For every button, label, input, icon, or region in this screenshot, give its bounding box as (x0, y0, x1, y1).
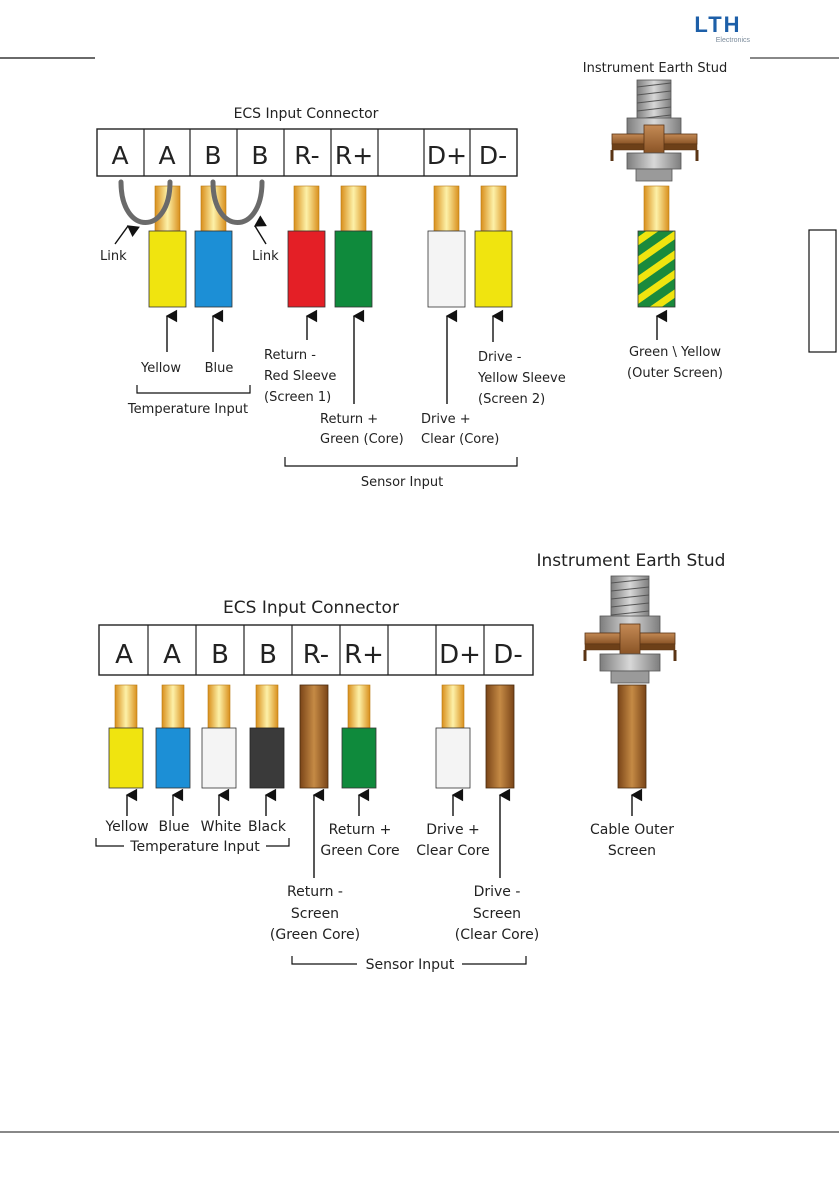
terminal-2-d-minus: D- (493, 640, 522, 670)
wire-1-yellow-sleeve (474, 185, 513, 308)
diagram-2-stud-title: Instrument Earth Stud (537, 551, 726, 571)
diagram-1: ECS Input Connector Instrument Earth Stu… (96, 61, 728, 490)
label-1-yellow: Yellow (140, 361, 181, 376)
label-1-drive-minus-2: Yellow Sleeve (477, 371, 566, 386)
group-2-sensor: Sensor Input (366, 957, 455, 973)
label-1-return-minus-2: Red Sleeve (264, 369, 336, 384)
terminal-1-r-minus: R- (294, 141, 319, 170)
label-2-drive-plus-1: Drive + (426, 822, 480, 838)
label-1-drive-plus-2: Clear (Core) (421, 432, 499, 447)
earth-stud-1 (610, 79, 699, 182)
terminal-1-b2: B (251, 141, 268, 170)
label-1-drive-minus-3: (Screen 2) (478, 392, 545, 407)
bracket-1-sensor (284, 457, 518, 467)
label-1-drive-minus-1: Drive - (478, 350, 522, 365)
label-2-return-minus-2: Screen (291, 906, 339, 922)
wire-2-drive-screen (485, 684, 515, 789)
wire-1-green-core (334, 185, 373, 308)
terminal-1-d-minus: D- (479, 141, 507, 170)
wire-2-black (249, 684, 285, 789)
label-2-earth-1: Cable Outer (590, 822, 674, 838)
wire-2-cable-outer-screen (617, 684, 647, 789)
group-1-temperature: Temperature Input (127, 402, 248, 417)
link-left-arrow (114, 225, 140, 245)
terminal-1-b1: B (204, 141, 221, 170)
wire-1-clear-core (427, 185, 466, 308)
group-1-sensor: Sensor Input (361, 475, 443, 490)
terminal-2-b1: B (211, 640, 229, 670)
terminal-2-d-plus: D+ (439, 640, 481, 670)
terminal-2-b2: B (259, 640, 277, 670)
group-2-temperature: Temperature Input (129, 839, 260, 855)
wire-1-blue (194, 185, 233, 308)
bracket-2-sensor-right (462, 956, 527, 965)
logo-text: LTH (694, 12, 742, 37)
label-1-drive-plus-1: Drive + (421, 412, 471, 427)
label-2-drive-minus-2: Screen (473, 906, 521, 922)
link-loop-right (210, 179, 265, 225)
terminal-2-r-minus: R- (303, 640, 329, 670)
wire-2-yellow (108, 684, 144, 789)
link-label-left: Link (100, 249, 127, 264)
wire-2-white (201, 684, 237, 789)
bracket-2-temperature-right (266, 838, 290, 847)
label-2-blue: Blue (159, 819, 190, 835)
bracket-1-temperature (136, 385, 251, 394)
terminal-2-a2: A (163, 640, 181, 670)
side-tab (808, 229, 837, 353)
label-2-return-minus-3: (Green Core) (270, 927, 360, 943)
diagram-1-title: ECS Input Connector (234, 106, 379, 122)
label-1-return-plus-1: Return + (320, 412, 378, 427)
terminal-1-a1: A (111, 141, 128, 170)
diagram-1-stud-title: Instrument Earth Stud (583, 61, 728, 76)
wire-2-blue (155, 684, 191, 789)
link-label-right: Link (252, 249, 279, 264)
wire-2-clear-core (435, 684, 471, 789)
connector-block-2: A A B B R- R+ D+ D- (98, 624, 534, 676)
label-2-return-minus-1: Return - (287, 884, 343, 900)
terminal-2-a1: A (115, 640, 133, 670)
diagram-2-title: ECS Input Connector (223, 598, 399, 618)
earth-stud-2 (583, 575, 677, 684)
label-1-blue: Blue (205, 361, 234, 376)
label-2-earth-2: Screen (608, 843, 656, 859)
label-2-white: White (201, 819, 242, 835)
label-2-yellow: Yellow (104, 819, 148, 835)
label-1-return-plus-2: Green (Core) (320, 432, 404, 447)
label-2-black: Black (248, 819, 287, 835)
bracket-2-temperature-left (95, 838, 124, 847)
label-2-drive-plus-2: Clear Core (416, 843, 489, 859)
label-2-return-plus-1: Return + (329, 822, 392, 838)
link-right-arrow (253, 215, 267, 245)
terminal-1-d-plus: D+ (427, 141, 467, 170)
link-loop-left (118, 179, 173, 225)
label-2-return-plus-2: Green Core (320, 843, 399, 859)
wire-1-yellow (148, 185, 187, 308)
wire-1-green-yellow (637, 185, 676, 308)
connector-block-1: A A B B R- R+ D+ D- (96, 128, 518, 177)
lth-logo: LTH Electronics (686, 14, 750, 45)
label-1-earth-2: (Outer Screen) (627, 366, 723, 381)
bracket-2-sensor-left (291, 956, 357, 965)
label-1-return-minus-3: (Screen 1) (264, 390, 331, 405)
wire-1-red-sleeve (287, 185, 326, 308)
diagram-2: ECS Input Connector Instrument Earth Stu… (95, 551, 726, 973)
wire-2-return-screen (299, 684, 329, 789)
wire-2-green-core (341, 684, 377, 789)
label-1-earth-1: Green \ Yellow (629, 345, 721, 360)
label-2-drive-minus-3: (Clear Core) (455, 927, 539, 943)
terminal-1-r-plus: R+ (335, 141, 373, 170)
label-1-return-minus-1: Return - (264, 348, 316, 363)
label-2-drive-minus-1: Drive - (474, 884, 521, 900)
terminal-1-a2: A (158, 141, 175, 170)
terminal-2-r-plus: R+ (344, 640, 384, 670)
logo-subtext: Electronics (715, 37, 750, 44)
